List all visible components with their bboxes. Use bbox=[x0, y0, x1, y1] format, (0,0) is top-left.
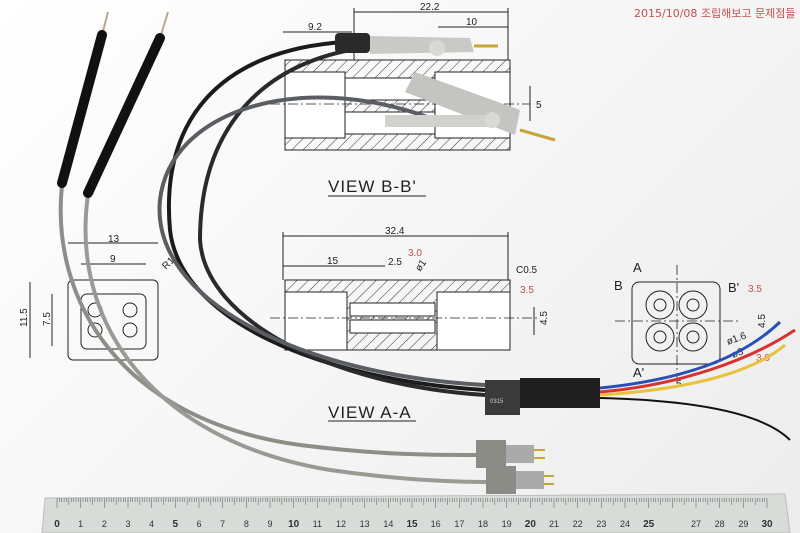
ruler-label: 21 bbox=[549, 519, 559, 529]
svg-text:5: 5 bbox=[676, 379, 682, 390]
ruler-label: 19 bbox=[502, 519, 512, 529]
svg-text:9: 9 bbox=[110, 254, 116, 265]
end-note-3-5: 3.5 bbox=[748, 284, 762, 295]
ruler-label: 27 bbox=[691, 519, 701, 529]
dim-2-5: 2.5 bbox=[388, 257, 402, 268]
ruler-label: 1 bbox=[78, 519, 83, 529]
dim-9-2: 9.2 bbox=[308, 22, 322, 33]
dim-4-5: 4.5 bbox=[539, 311, 550, 325]
left-square-view: 13 9 11.5 7.5 R1 bbox=[19, 234, 177, 361]
note-3-5: 3.5 bbox=[520, 285, 534, 296]
svg-text:7.5: 7.5 bbox=[42, 312, 53, 326]
svg-text:A': A' bbox=[633, 365, 644, 380]
svg-text:B: B bbox=[614, 278, 623, 293]
ruler-label: 5 bbox=[173, 519, 179, 530]
ruler-label: 18 bbox=[478, 519, 488, 529]
ruler-label: 22 bbox=[573, 519, 583, 529]
gray-probe-cables bbox=[58, 183, 490, 484]
ruler-label: 9 bbox=[267, 519, 272, 529]
connector-label: 0315 bbox=[490, 399, 504, 405]
main-connector: 0315 bbox=[485, 378, 600, 415]
svg-text:ø1.6: ø1.6 bbox=[725, 330, 748, 347]
pin-connector-1 bbox=[476, 440, 545, 468]
view-aa-label: VIEW A-A bbox=[328, 403, 412, 422]
ruler-label: 7 bbox=[220, 519, 225, 529]
dim-c0-5: C0.5 bbox=[516, 265, 538, 276]
dim-15: 15 bbox=[327, 256, 339, 267]
black-cables bbox=[157, 40, 791, 441]
ruler-label: 30 bbox=[761, 519, 773, 530]
svg-text:B': B' bbox=[728, 280, 739, 295]
pin-connector-2 bbox=[486, 466, 554, 494]
view-aa-section: 32.4 15 2.5 3.0 ø1 C0.5 3.5 4.5 VIEW A-A bbox=[270, 226, 550, 422]
ruler-label: 8 bbox=[244, 519, 249, 529]
ruler-label: 29 bbox=[738, 519, 748, 529]
ruler-label: 24 bbox=[620, 519, 630, 529]
svg-text:A: A bbox=[633, 260, 642, 275]
ruler-label: 15 bbox=[406, 519, 418, 530]
clip-probe-top bbox=[335, 33, 498, 56]
ruler-label: 16 bbox=[431, 519, 441, 529]
color-wires bbox=[599, 320, 796, 397]
probe-handle-right bbox=[83, 11, 169, 198]
note-3-0: 3.0 bbox=[408, 248, 422, 259]
ruler-label: 17 bbox=[454, 519, 464, 529]
ruler-label: 20 bbox=[525, 519, 537, 530]
dim-32-4: 32.4 bbox=[385, 226, 405, 237]
ruler-label: 25 bbox=[643, 519, 655, 530]
probe-handle-left bbox=[57, 11, 109, 188]
ruler-label: 0 bbox=[54, 519, 60, 530]
svg-text:13: 13 bbox=[108, 234, 120, 245]
ruler-label: 3 bbox=[125, 519, 130, 529]
ruler-label: 11 bbox=[313, 519, 322, 529]
clip-probe-bottom bbox=[385, 72, 556, 142]
svg-text:11.5: 11.5 bbox=[19, 308, 30, 327]
dim-5: 5 bbox=[536, 100, 542, 111]
ruler-label: 13 bbox=[360, 519, 370, 529]
title-annotation: 2015/10/08 조립해보고 문제점들 bbox=[634, 6, 795, 20]
dim-22-2: 22.2 bbox=[420, 2, 440, 13]
ruler-label: 23 bbox=[596, 519, 606, 529]
dim-10: 10 bbox=[466, 17, 478, 28]
ruler-label: 4 bbox=[149, 519, 154, 529]
ruler-label: 12 bbox=[336, 519, 346, 529]
ruler-label: 6 bbox=[196, 519, 201, 529]
ruler-label: 28 bbox=[715, 519, 725, 529]
view-bb-label: VIEW B-B' bbox=[328, 177, 417, 196]
ruler-label: 10 bbox=[288, 519, 300, 530]
ruler-label: 2 bbox=[102, 519, 107, 529]
dim-dia-1: ø1 bbox=[413, 257, 429, 273]
ruler-label: 14 bbox=[383, 519, 393, 529]
svg-text:4.5: 4.5 bbox=[757, 314, 768, 328]
